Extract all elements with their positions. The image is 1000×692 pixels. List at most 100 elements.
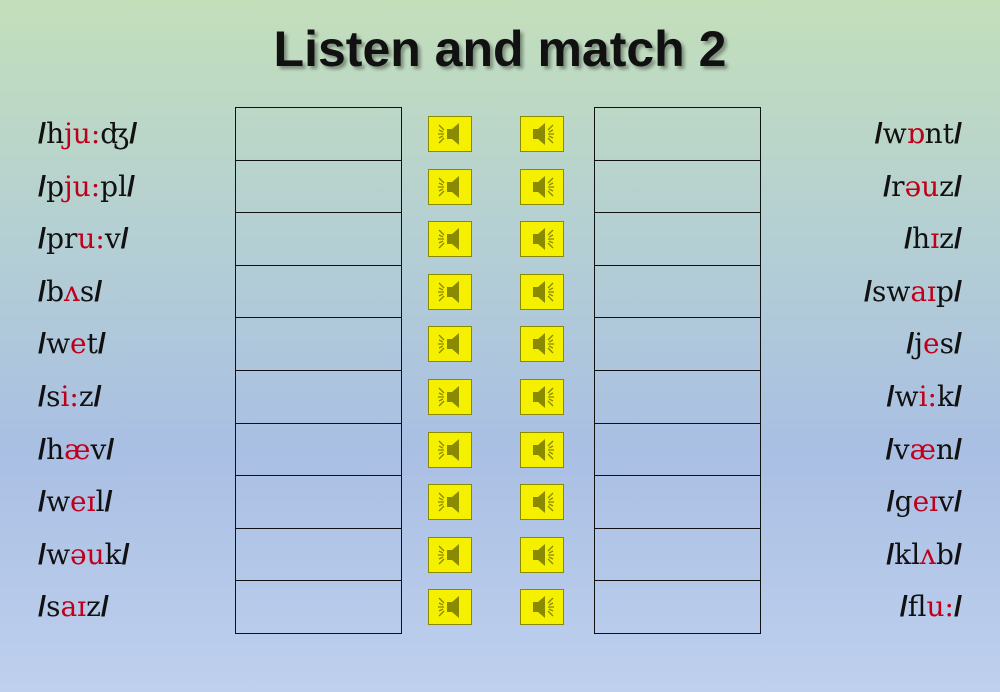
speaker-play-icon	[438, 333, 459, 356]
highlighted-sound: eɪ	[912, 485, 939, 519]
highlighted-sound: æ	[909, 432, 936, 466]
speaker-icon	[533, 596, 554, 619]
phonetic-text: g	[894, 485, 913, 519]
phonetic-text: h	[46, 432, 65, 466]
left-sound-button-4[interactable]	[428, 273, 472, 310]
right-answer-box-10[interactable]	[595, 581, 760, 634]
right-answer-box-9[interactable]	[595, 529, 760, 582]
right-sound-button-2[interactable]	[520, 168, 564, 205]
left-sound-button-3[interactable]	[428, 221, 472, 258]
right-answer-box-5[interactable]	[595, 318, 760, 371]
right-word-1: /wɒnt/	[875, 108, 962, 160]
phonetic-text: /	[953, 538, 962, 571]
highlighted-sound: ju:	[64, 117, 101, 150]
highlighted-sound: e	[70, 327, 87, 361]
right-answer-box-6[interactable]	[595, 371, 760, 424]
left-answer-box-4[interactable]	[236, 266, 401, 319]
phonetic-text: s	[46, 590, 61, 624]
phonetic-text: /	[38, 486, 47, 519]
right-sound-button-10[interactable]	[520, 589, 564, 626]
speaker-icon	[533, 175, 554, 198]
right-word-4: /swaɪp/	[864, 266, 962, 318]
phonetic-text: /	[38, 328, 47, 361]
phonetic-text: /	[886, 486, 895, 519]
phonetic-text: /	[106, 433, 115, 466]
left-answer-box-3[interactable]	[236, 213, 401, 266]
left-sound-button-2[interactable]	[428, 168, 472, 205]
left-answer-box-1[interactable]	[236, 108, 401, 161]
right-sound-button-5[interactable]	[520, 326, 564, 363]
page-title: Listen and match 2	[273, 21, 727, 77]
right-sound-button-6[interactable]	[520, 379, 564, 415]
right-word-9: /klʌb/	[886, 529, 962, 581]
left-word-9: /wəuk/	[38, 529, 130, 581]
speaker-play-icon	[438, 543, 459, 566]
phonetic-text: t	[86, 327, 98, 361]
left-answer-column	[235, 107, 402, 634]
left-answer-box-2[interactable]	[236, 161, 401, 214]
right-sound-button-7[interactable]	[520, 431, 564, 468]
right-word-10: /flu:/	[900, 581, 962, 633]
left-answer-box-9[interactable]	[236, 529, 401, 582]
left-answer-box-10[interactable]	[236, 581, 401, 634]
right-sound-button-9[interactable]	[520, 536, 564, 573]
phonetic-text: w	[46, 485, 71, 519]
right-sound-button-4[interactable]	[520, 273, 564, 310]
right-word-2: /rəuz/	[883, 161, 962, 213]
right-answer-box-4[interactable]	[595, 266, 760, 319]
left-sound-button-5[interactable]	[428, 326, 472, 363]
highlighted-sound: e	[922, 327, 940, 361]
phonetic-text: w	[46, 537, 71, 571]
phonetic-text: /	[97, 328, 106, 361]
phonetic-text: /	[129, 118, 138, 150]
left-sound-button-10[interactable]	[428, 589, 472, 626]
highlighted-sound: ɪ	[930, 222, 940, 256]
left-sound-button-8[interactable]	[428, 484, 472, 521]
phonetic-text: n	[935, 432, 954, 466]
speaker-play-icon	[438, 596, 459, 619]
phonetic-text: /	[906, 328, 915, 361]
left-word-10: /saɪz/	[38, 581, 109, 633]
right-answer-box-2[interactable]	[595, 161, 760, 214]
phonetic-text: r	[891, 169, 905, 203]
phonetic-text: /	[886, 538, 895, 571]
left-answer-box-5[interactable]	[236, 318, 401, 371]
phonetic-text: /	[904, 223, 913, 256]
phonetic-text: kl	[894, 537, 921, 571]
left-word-4: /bʌs/	[38, 266, 102, 318]
phonetic-text: /	[953, 223, 962, 256]
right-answer-box-1[interactable]	[595, 108, 760, 161]
phonetic-text: h	[46, 117, 65, 150]
right-sound-button-8[interactable]	[520, 484, 564, 521]
right-word-6: /wi:k/	[887, 371, 962, 423]
phonetic-text: v	[893, 432, 910, 466]
left-sound-button-1[interactable]	[428, 116, 472, 152]
right-sound-button-3[interactable]	[520, 221, 564, 258]
left-sound-button-7[interactable]	[428, 431, 472, 468]
left-answer-box-7[interactable]	[236, 424, 401, 477]
highlighted-sound: u:	[926, 590, 954, 624]
phonetic-text: v	[938, 485, 954, 519]
phonetic-text: b	[936, 537, 954, 571]
left-answer-box-6[interactable]	[236, 371, 401, 424]
speaker-icon	[533, 438, 554, 461]
right-answer-box-8[interactable]	[595, 476, 760, 529]
left-sound-button-9[interactable]	[428, 536, 472, 573]
phonetic-text: s	[939, 327, 954, 361]
speaker-play-icon	[438, 175, 459, 198]
right-answer-box-3[interactable]	[595, 213, 760, 266]
phonetic-text: k	[104, 537, 122, 571]
right-answer-box-7[interactable]	[595, 424, 760, 477]
left-sound-button-6[interactable]	[428, 379, 472, 415]
right-sound-button-1[interactable]	[520, 116, 564, 152]
phonetic-text: p	[46, 169, 64, 203]
speaker-play-icon	[438, 228, 459, 251]
phonetic-text: z	[939, 169, 954, 203]
speaker-play-icon	[438, 123, 459, 145]
phonetic-text: b	[46, 274, 64, 308]
highlighted-sound: əu	[70, 537, 105, 571]
left-answer-box-8[interactable]	[236, 476, 401, 529]
phonetic-text: /	[38, 275, 47, 308]
phonetic-text: /	[874, 118, 883, 150]
phonetic-text: w	[882, 117, 907, 150]
